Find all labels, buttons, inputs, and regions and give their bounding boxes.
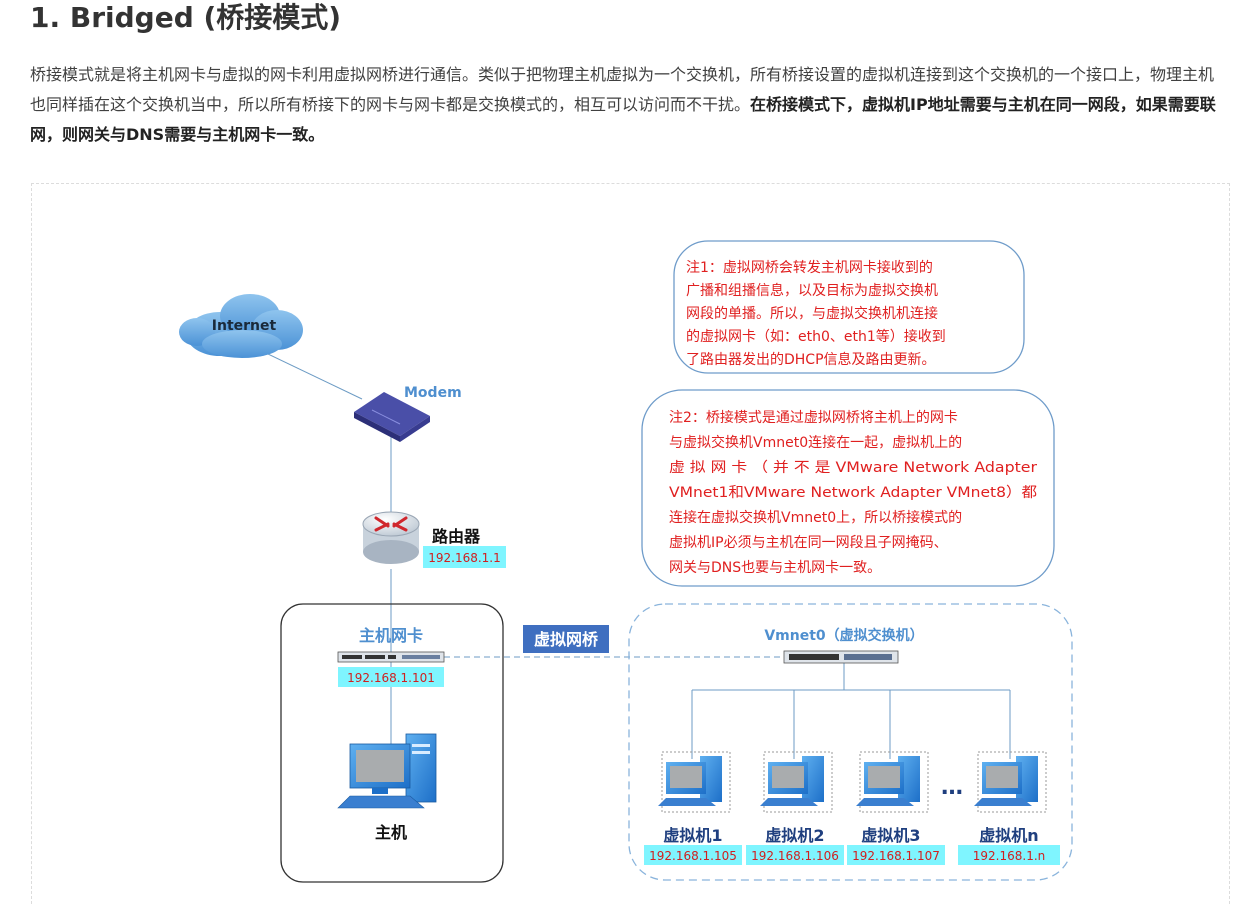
vmn-ip-badge (958, 845, 1060, 865)
vm2-label: 虚拟机2 (765, 826, 824, 845)
connection-lines (246, 343, 1011, 759)
router-ip-badge (423, 546, 506, 568)
vm2-ip-badge (746, 845, 844, 865)
note1-line-4: 的虚拟网卡（如：eth0、eth1等）接收到 (686, 328, 946, 345)
internet-label: Internet (212, 318, 277, 334)
page-title: 1. Bridged (桥接模式) (30, 1, 342, 34)
intro-paragraph: 桥接模式就是将主机网卡与虚拟的网卡利用虚拟网桥进行通信。类似于把物理主机虚拟为一… (30, 60, 1220, 150)
virtual-bridge-badge (523, 625, 609, 653)
vm-ellipsis: … (941, 775, 963, 800)
vm2-ip: 192.168.1.106 (751, 849, 839, 863)
note1-line-3: 网段的单播。所以，与虚拟交换机机连接 (686, 305, 938, 322)
vm3-label: 虚拟机3 (861, 826, 920, 845)
note2-line-2: 与虚拟交换机Vmnet0连接在一起，虚拟机上的 (669, 434, 962, 451)
vmn-label: 虚拟机n (979, 826, 1038, 845)
vm1-computer-icon (658, 751, 731, 813)
host-nic-icon (337, 651, 445, 663)
host-label: 主机 (375, 823, 407, 842)
router-label: 路由器 (432, 527, 481, 546)
intro-text: 桥接模式就是将主机网卡与虚拟的网卡利用虚拟网桥进行通信。类似于把物理主机虚拟为一… (30, 65, 1215, 114)
note2-line-7: 网关与DNS也要与主机网卡一致。 (669, 560, 881, 576)
note1-line-2: 广播和组播信息，以及目标为虚拟交换机 (686, 282, 938, 299)
host-nic-label: 主机网卡 (359, 626, 423, 645)
modem-label: Modem (404, 385, 462, 401)
vmn-ip: 192.168.1.n (973, 849, 1046, 863)
diagram-canvas: Internet Modem 路由器 192.168.1.1 主机网卡 (179, 240, 1073, 883)
vswitch-label: Vmnet0（虚拟交换机） (764, 627, 923, 644)
vm3-ip-badge (847, 845, 945, 865)
modem-icon (354, 392, 430, 442)
vm3-computer-icon (856, 751, 929, 813)
host-ip: 192.168.1.101 (347, 671, 435, 685)
note2-line-3: 虚 拟 网 卡 （ 并 不 是 VMware Network Adapter (669, 460, 1037, 476)
vm1-label: 虚拟机1 (663, 826, 722, 845)
note1-line-1: 注1：虚拟网桥会转发主机网卡接收到的 (686, 259, 933, 276)
vswitch-area (628, 603, 1073, 881)
vm3-ip: 192.168.1.107 (852, 849, 940, 863)
router-ip: 192.168.1.1 (428, 551, 501, 565)
intro-bold-text: 在桥接模式下，虚拟机IP地址需要与主机在同一网段，如果需要联网，则网关与DNS需… (30, 95, 1216, 144)
note2-line-6: 虚拟机IP必须与主机在同一网段且子网掩码、 (669, 535, 948, 551)
vm2-computer-icon (760, 751, 833, 813)
note1-line-5: 了路由器发出的DHCP信息及路由更新。 (686, 351, 936, 368)
vm1-ip: 192.168.1.105 (649, 849, 737, 863)
host-computer-icon (337, 733, 437, 809)
host-box (280, 603, 504, 883)
vmn-computer-icon (974, 751, 1047, 813)
note2-line-4: VMnet1和VMware Network Adapter VMnet8）都 (669, 485, 1037, 501)
note2-bubble (641, 389, 1055, 587)
bridged-network-diagram: Internet Modem 路由器 192.168.1.1 主机网卡 (31, 183, 1230, 904)
virtual-bridge-label: 虚拟网桥 (534, 630, 599, 649)
internet-cloud-icon (179, 294, 303, 358)
host-ip-badge (338, 667, 444, 687)
note2-line-1: 注2：桥接模式是通过虚拟网桥将主机上的网卡 (669, 409, 958, 426)
vswitch-icon (783, 650, 899, 664)
note1-bubble (673, 240, 1025, 374)
note2-line-5: 连接在虚拟交换机Vmnet0上，所以桥接模式的 (669, 509, 962, 526)
router-icon (362, 511, 420, 564)
vm1-ip-badge (644, 845, 742, 865)
